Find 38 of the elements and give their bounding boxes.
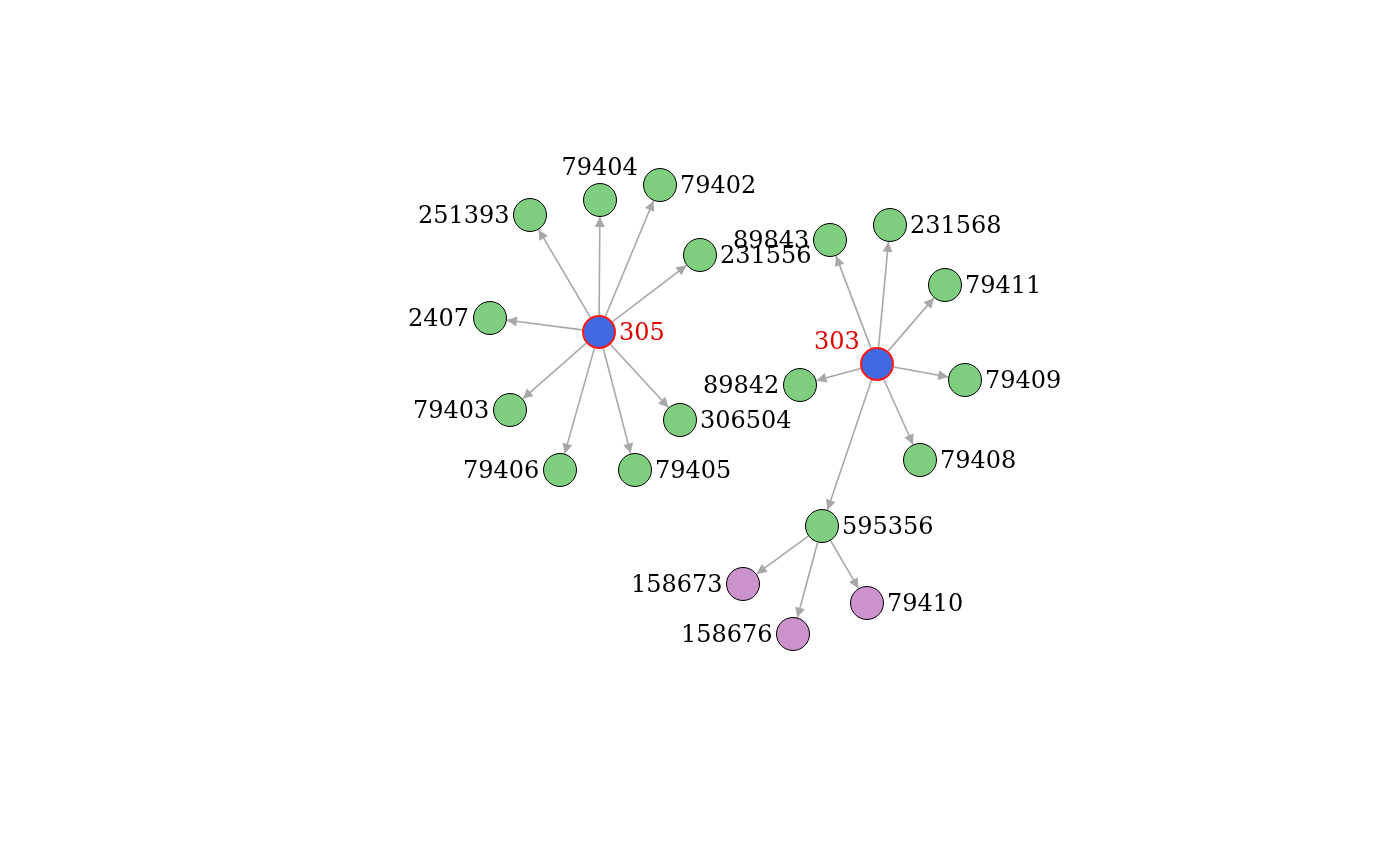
node-label: 89842 (703, 371, 780, 399)
arrow (611, 264, 688, 323)
node-label: 303 (814, 327, 860, 355)
node-label: 251393 (418, 201, 510, 229)
node-label: 306504 (700, 406, 792, 434)
node-label: 79409 (985, 366, 1062, 394)
node-label: 79404 (561, 153, 639, 181)
node-label: 231568 (910, 211, 1002, 239)
arrow (883, 378, 914, 446)
node-label: 79402 (680, 171, 757, 199)
node-label: 158676 (681, 620, 773, 648)
arrow (602, 347, 633, 455)
arrow (506, 316, 583, 331)
arrow (892, 366, 950, 381)
arrow (887, 297, 935, 352)
node-label: 2407 (408, 304, 470, 332)
node-label: 79411 (965, 271, 1042, 299)
node-label: 79406 (463, 456, 540, 484)
node-label: 305 (619, 318, 665, 346)
arrow (755, 535, 810, 575)
node-label: 79405 (655, 456, 732, 484)
arrow (834, 255, 872, 349)
arrow (795, 541, 819, 619)
arrow (604, 199, 655, 318)
arrow (594, 216, 605, 316)
arrow (609, 343, 670, 409)
arrow (829, 539, 860, 590)
arrow (825, 379, 873, 511)
node-label: 595356 (842, 512, 934, 540)
node-label: 79403 (413, 396, 490, 424)
arrow (877, 241, 893, 348)
arrow (815, 367, 862, 383)
arrow (562, 347, 596, 455)
node-label: 158673 (631, 570, 723, 598)
node-label: 79410 (887, 589, 964, 617)
arrow (537, 228, 592, 319)
arrow (522, 342, 587, 400)
node-label: 79408 (940, 446, 1017, 474)
